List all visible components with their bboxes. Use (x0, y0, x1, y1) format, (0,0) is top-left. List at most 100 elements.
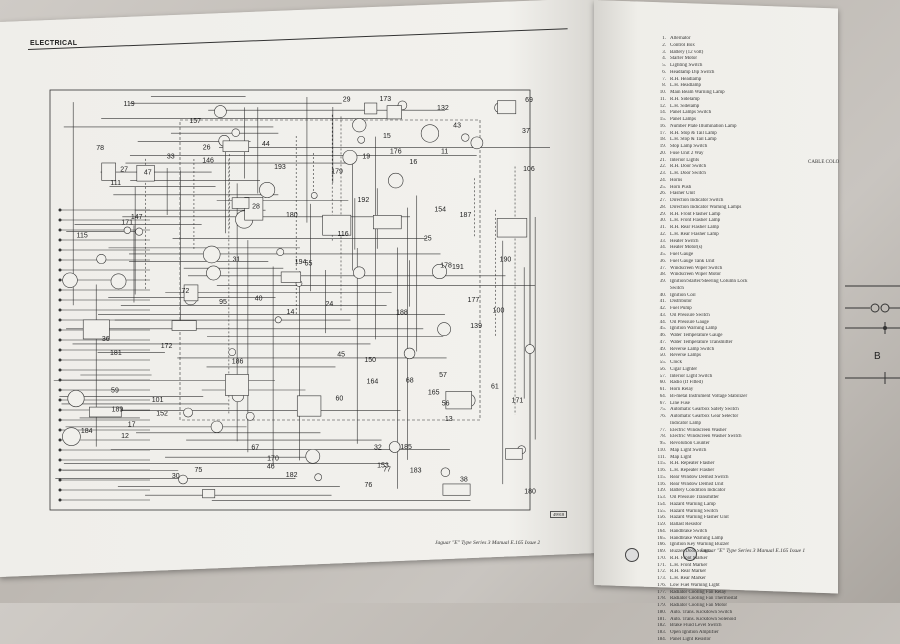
legend-number: 159. (657, 522, 666, 527)
component-label: 184 (81, 428, 93, 435)
legend-number: 115. (657, 474, 666, 480)
legend-number: 177. (657, 589, 666, 595)
legend-row: 20.Fuse Unit 2 Way (652, 151, 792, 158)
legend-text: Stop Lamp Switch (670, 144, 708, 149)
legend-text: Panel Lamps (670, 117, 696, 122)
legend-row: 22.R.H. Door Switch (652, 164, 792, 171)
component-label: 172 (161, 343, 173, 350)
legend-number: 115. (657, 461, 666, 467)
terminal (58, 218, 62, 222)
component-box (183, 284, 199, 302)
legend-row: 116.Rear Window Demist Unit (652, 482, 792, 489)
legend-row: 173.L.H. Rear Marker (652, 576, 792, 583)
legend-number: 27. (659, 198, 666, 203)
legend-number: 28. (659, 204, 666, 210)
component-symbol (431, 264, 448, 280)
legend-number: 4. (662, 56, 666, 62)
legend-row: Indicator Lamp (652, 421, 792, 428)
component-label: 15 (383, 133, 391, 140)
legend-text: Handbrake Warning Lamp (670, 535, 724, 541)
terminal (58, 408, 62, 412)
legend-number: 179. (657, 603, 666, 608)
component-label: 171 (512, 397, 524, 404)
legend-number: 56. (659, 366, 666, 372)
terminal (58, 328, 62, 332)
component-label: 72 (182, 288, 190, 295)
component-box (225, 374, 249, 396)
legend-row: 25.Horn Push (652, 185, 792, 192)
legend-number: 181. (657, 616, 666, 622)
legend-row: 181. Auto. Trans. Kickdown Solenoid (652, 617, 792, 624)
component-symbol (183, 407, 193, 418)
footer-left: Jaguar "E" Type Series 3 Manual E.165 Is… (435, 540, 541, 546)
legend-row: 33.Heater Switch (652, 239, 792, 246)
legend-text: Battery Condition Indicator (670, 488, 726, 494)
legend-row: 115. Rear Window Demist Switch (652, 475, 792, 482)
legend-row: 41.Distributor (652, 299, 792, 306)
legend-number: 67. (659, 400, 666, 406)
legend-row: Switch (652, 286, 792, 293)
legend-number: 23. (659, 171, 666, 176)
component-label: 27 (120, 167, 128, 174)
legend-text: Flasher Unit (670, 191, 695, 197)
legend-row: 67. Line Fuse (652, 401, 792, 408)
component-box (89, 406, 122, 418)
legend-text: L.H. Front Flasher Lamp (670, 218, 721, 224)
legend-row: 57.Interior Light Switch (652, 374, 792, 381)
legend-number (652, 286, 666, 293)
component-label: 14 (287, 309, 295, 316)
terminal (58, 398, 62, 402)
terminal (58, 308, 62, 312)
terminal (58, 388, 62, 392)
component-label: 139 (470, 323, 482, 330)
legend-text: Horns (670, 177, 683, 183)
legend-text: Auto. Trans. Kickdown Solenoid (670, 616, 736, 622)
legend-text: Ignition/Starter/Steering Column Lock (670, 279, 748, 284)
legend-text: Number Plate Illumination Lamp (670, 123, 737, 129)
component-label: 46 (267, 463, 275, 470)
legend-number: 5. (662, 63, 666, 68)
legend-number: 12. (659, 103, 666, 109)
component-box (222, 140, 250, 152)
component-label: 95 (219, 299, 227, 306)
legend-text: R.H. Door Switch (670, 164, 707, 170)
legend-row: 77.Electric Windscreen Washer (652, 428, 792, 435)
legend-text: Auto. Trans. Kickdown Switch (670, 609, 733, 615)
legend-text: Ignition Warning Lamp (670, 326, 717, 332)
component-box (82, 319, 110, 340)
component-label: 153 (377, 463, 389, 470)
component-box (442, 483, 471, 496)
component-label: 192 (358, 197, 370, 204)
component-label: 182 (286, 472, 298, 479)
legend-number: 166. (657, 542, 666, 548)
jaguar-logo-icon (683, 547, 697, 561)
legend-row: 46.Water Temperature Gauge (652, 333, 792, 340)
legend-text: Fuel Gauge (670, 252, 694, 257)
component-label: 180 (286, 212, 298, 219)
legend-row: 40.Ignition Coil (652, 293, 792, 300)
legend-row: 75.Automatic Gearbox Safety Switch (652, 407, 792, 414)
legend-text: Hazard Warning Flasher Unit (670, 515, 729, 521)
legend-text: Oil Pressure Switch (670, 312, 710, 318)
component-label: 61 (491, 383, 499, 390)
component-symbol (245, 411, 255, 421)
legend-text: Line Fuse (670, 400, 690, 406)
legend-text: Rear Window Demist Switch (670, 474, 729, 480)
legend-row: 26. Flasher Unit (652, 191, 792, 198)
component-symbol (342, 149, 358, 165)
component-label: 188 (396, 309, 408, 316)
legend-row: 18.L.H. Stop & Tail Lamp (652, 137, 792, 144)
legend-text: Headlamp Dip Switch (670, 69, 715, 75)
terminal (58, 368, 62, 372)
component-label: 190 (500, 256, 512, 263)
jaguar-logo-icon (625, 548, 639, 562)
terminal (58, 488, 62, 492)
component-label: 17 (128, 422, 136, 429)
legend-text: Radiator Cooling Fan Thermostat (670, 596, 738, 602)
legend-number: 17. (659, 130, 666, 136)
legend-text: Map Light Switch (670, 447, 707, 453)
component-label: 154 (434, 207, 446, 214)
legend-number: 26. (659, 191, 666, 197)
legend-number: 15. (659, 117, 666, 122)
